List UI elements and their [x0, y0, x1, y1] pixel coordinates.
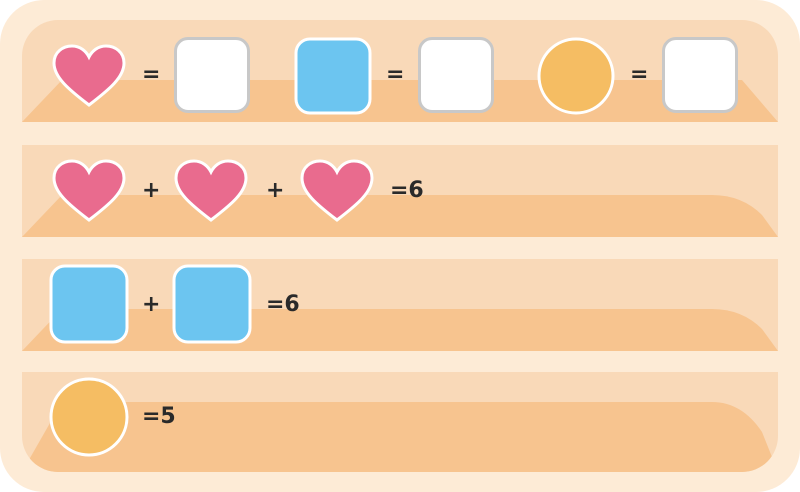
square-answer-box[interactable] [418, 37, 494, 113]
equals-sign: = [386, 62, 405, 87]
circle-answer-box[interactable] [662, 37, 738, 113]
circle-icon [49, 377, 129, 457]
square-icon [49, 264, 129, 344]
equals-sign: = [630, 62, 649, 87]
equation-row-3 [22, 372, 778, 472]
equation-result: =6 [266, 292, 300, 317]
heart-icon [52, 159, 126, 222]
heart-icon [174, 159, 248, 222]
square-icon [172, 264, 252, 344]
equation-result: =6 [390, 178, 424, 203]
circle-icon [537, 37, 615, 115]
equals-sign: = [142, 62, 161, 87]
shelf-stripe [22, 402, 778, 472]
equation-result: =5 [142, 404, 176, 429]
heart-answer-box[interactable] [174, 37, 250, 113]
heart-icon [300, 159, 374, 222]
equation-row-2 [22, 259, 778, 351]
heart-icon [52, 44, 126, 107]
plus-sign: + [266, 178, 285, 203]
square-icon [294, 37, 372, 115]
equation-row-1 [22, 145, 778, 237]
shelf-stripe [22, 309, 778, 351]
plus-sign: + [142, 292, 161, 317]
plus-sign: + [142, 178, 161, 203]
